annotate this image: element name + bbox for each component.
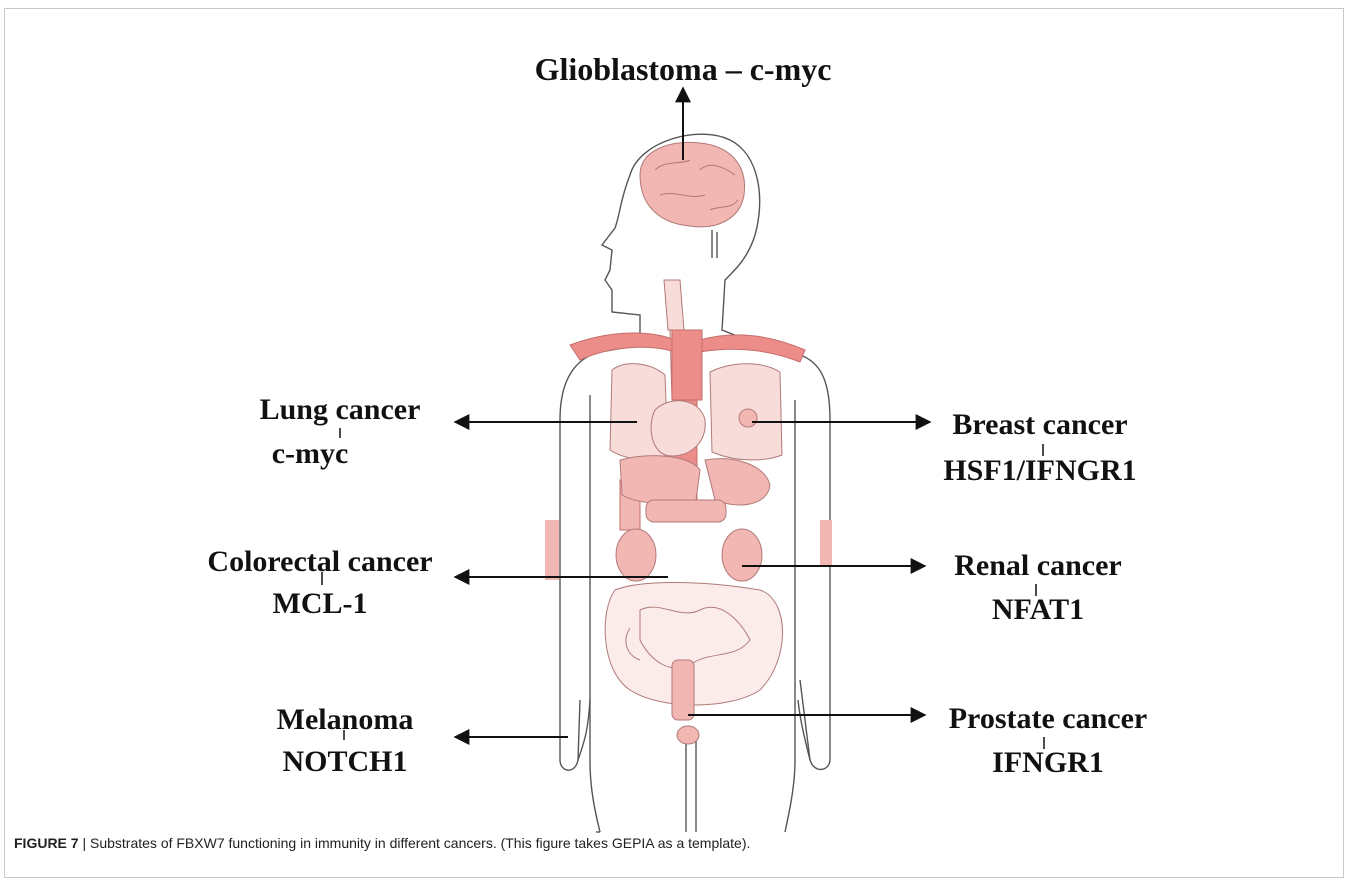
label-colorectal-cancer: Colorectal cancer MCL-1 <box>180 545 460 621</box>
figure-caption: FIGURE 7 | Substrates of FBXW7 functioni… <box>14 835 750 851</box>
caption-separator: | <box>79 835 90 851</box>
melanoma-substrate: NOTCH1 <box>250 745 440 779</box>
caption-text: Substrates of FBXW7 functioning in immun… <box>90 835 750 851</box>
colorectal-cancer-substrate: MCL-1 <box>180 587 460 621</box>
lung-cancer-substrate: c-myc <box>230 437 390 471</box>
label-prostate-cancer: Prostate cancer IFNGR1 <box>928 702 1168 780</box>
brain <box>640 142 745 226</box>
renal-cancer-substrate: NFAT1 <box>918 593 1158 627</box>
label-renal-cancer: Renal cancer NFAT1 <box>918 549 1158 627</box>
label-glioblastoma: Glioblastoma – c-myc <box>493 52 873 86</box>
lung-cancer-name: Lung cancer <box>230 393 450 427</box>
renal-cancer-name: Renal cancer <box>918 549 1158 583</box>
abdominal-organs <box>620 456 770 522</box>
colorectal-cancer-name: Colorectal cancer <box>180 545 460 579</box>
label-lung-cancer: Lung cancer c-myc <box>230 393 450 471</box>
prostate-cancer-name: Prostate cancer <box>928 702 1168 736</box>
prostate-cancer-substrate: IFNGR1 <box>928 746 1168 780</box>
breast-cancer-name: Breast cancer <box>920 408 1160 442</box>
vessels <box>545 330 832 580</box>
melanoma-name: Melanoma <box>250 703 440 737</box>
label-breast-cancer: Breast cancer HSF1/IFNGR1 <box>920 408 1160 488</box>
caption-label: FIGURE 7 <box>14 835 79 851</box>
kidneys <box>616 529 762 581</box>
label-melanoma: Melanoma NOTCH1 <box>250 703 440 779</box>
breast-tissue <box>739 409 757 427</box>
breast-cancer-substrate: HSF1/IFNGR1 <box>920 454 1160 488</box>
